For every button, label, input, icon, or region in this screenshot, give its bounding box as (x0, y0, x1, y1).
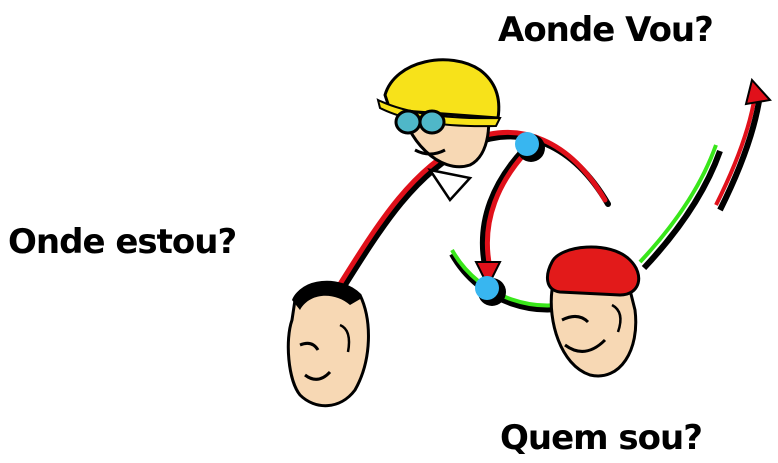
node-top (515, 132, 545, 162)
node-bottom (475, 276, 506, 306)
red-path (327, 130, 611, 307)
man-with-helmet (376, 58, 502, 203)
who-am-i-caption: Quem sou? (500, 418, 703, 458)
rising-arrow (714, 77, 772, 212)
man-bottom-left (286, 280, 370, 408)
man-with-beret (546, 245, 641, 378)
where-am-i-caption: Onde estou? (8, 222, 237, 262)
where-am-i-going-caption: Aonde Vou? (498, 10, 714, 50)
